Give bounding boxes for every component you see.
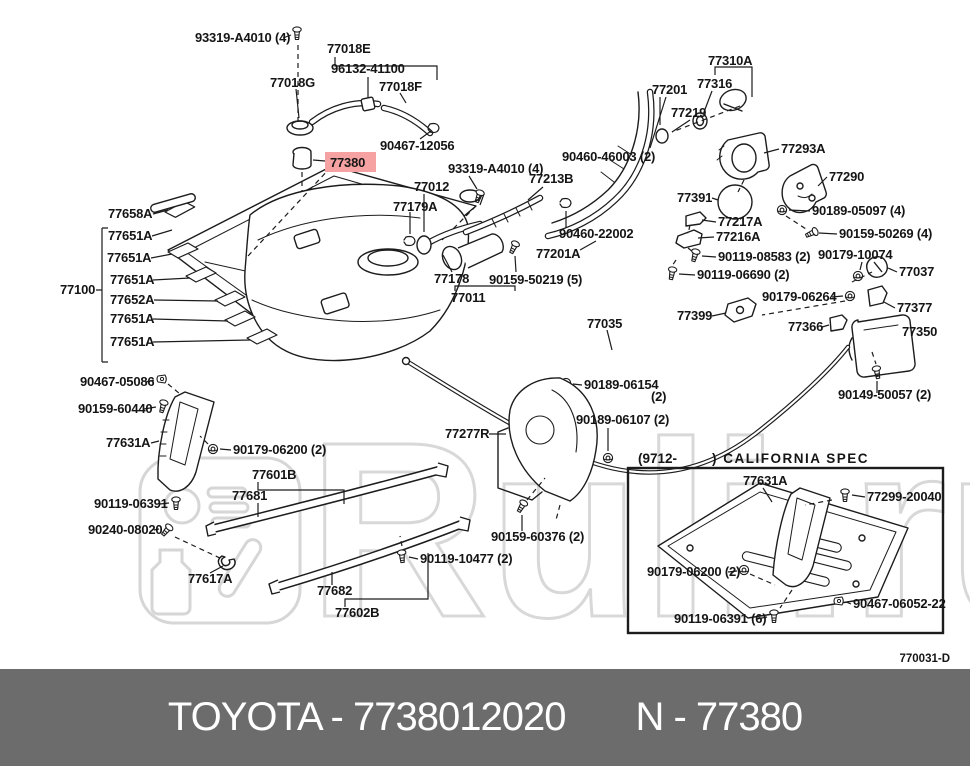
part-label-90179-10074: 90179-10074 [818,247,893,262]
part-label-77380[interactable]: 77380 [330,155,365,170]
part-label-90189-06107-2-: 90189-06107 (2) [576,412,669,427]
part-label-77652A: 77652A [110,292,155,307]
part-label--2-: (2) [651,389,666,404]
part-label-77651A: 77651A [110,311,155,326]
part-label-77035: 77035 [587,316,622,331]
highlight-77380[interactable] [325,152,376,172]
part-label-77681: 77681 [232,488,267,503]
part-label-93319-A4010-4-: 93319-A4010 (4) [448,161,543,176]
part-label-90467-12056: 90467-12056 [380,138,454,153]
part-label-90467-05086: 90467-05086 [80,374,154,389]
part-label-77201A: 77201A [536,246,581,261]
part-label-77377: 77377 [897,300,932,315]
part-label-77658A: 77658A [108,206,153,221]
part-labels: 93319-A4010 (4) 77018E 96132-41100 77018G 77… [60,30,946,626]
part-label-77391: 77391 [677,190,712,205]
part-label-77179A: 77179A [393,199,438,214]
part-label-77201: 77201 [652,82,687,97]
part-label-77316: 77316 [697,76,732,91]
part-label-77290: 77290 [829,169,864,184]
california-spec-box [626,466,945,635]
part-label-77631A: 77631A [106,435,151,450]
part-label-90179-06200-2-: 90179-06200 (2) [647,564,740,579]
diagram-reference: 770031-D [899,653,950,665]
part-label-77018G: 77018G [270,75,315,90]
part-label-77100: 77100 [60,282,95,297]
part-label-90119-06391-6-: 90119-06391 (6) [674,611,766,626]
part-label-77293A: 77293A [781,141,826,156]
part-label-90179-06264: 90179-06264 [762,289,837,304]
part-label-90119-06391: 90119-06391 [94,496,168,511]
pump-bracket-straps-art [143,374,471,607]
fuel-tank-art [96,165,485,363]
part-label-90179-06200-2-: 90179-06200 (2) [233,442,326,457]
fuel-pump-port-art [403,175,597,291]
part-label-90149-50057-2-: 90149-50057 (2) [838,387,931,402]
part-label-77213B: 77213B [529,171,573,186]
part-label-77217A: 77217A [718,214,763,229]
part-label-77617A: 77617A [188,571,233,586]
part-label-90119-10477-2-: 90119-10477 (2) [420,551,512,566]
part-label-77601B: 77601B [252,467,296,482]
part-label-77682: 77682 [317,583,352,598]
part-label-77651A: 77651A [108,228,153,243]
part-label-90460-46003-2-: 90460-46003 (2) [562,149,655,164]
part-label-77350: 77350 [902,324,937,339]
part-label-77012: 77012 [414,179,449,194]
part-label-90189-05097-4-: 90189-05097 (4) [812,203,905,218]
part-label-77366: 77366 [788,319,823,334]
fuel-lid-cable-art [401,285,916,475]
part-label-77216A: 77216A [716,229,761,244]
part-label-77018E: 77018E [327,41,371,56]
part-label-90467-06052-22: 90467-06052-22 [853,596,946,611]
part-label-90119-06690-2-: 90119-06690 (2) [697,267,789,282]
part-label-90119-08583-2-: 90119-08583 (2) [718,249,810,264]
part-label-93319-A4010-4-: 93319-A4010 (4) [195,30,290,45]
california-title-prefix: (9712- [638,451,677,466]
part-label-77631A: 77631A [743,473,788,488]
part-label-90159-50269-4-: 90159-50269 (4) [839,226,932,241]
part-label-77310A: 77310A [708,53,753,68]
part-label-77178: 77178 [434,271,469,286]
part-label-77299-20040: 77299-20040 [867,489,941,504]
part-label-90460-22002: 90460-22002 [559,226,633,241]
side-shield-art [489,377,614,531]
part-label-96132-41100: 96132-41100 [331,61,405,76]
footer-part-code: TOYOTA - 7738012020 [167,695,567,739]
part-label-77219: 77219 [671,105,706,120]
footer-bar: TOYOTA - 7738012020 N - 77380 [0,669,970,766]
california-title-suffix: ) CALIFORNIA SPEC [712,451,869,466]
breather-hose-art [282,26,440,225]
part-label-90159-60440: 90159-60440 [78,401,152,416]
filler-pipe-art [544,66,898,283]
part-label-77277R: 77277R [445,426,490,441]
part-label-77651A: 77651A [110,334,155,349]
part-label-77399: 77399 [677,308,712,323]
part-label-77018F: 77018F [379,79,422,94]
part-label-90189-06154: 90189-06154 [584,377,659,392]
part-label-77011: 77011 [451,290,485,305]
part-label-90159-60376-2-: 90159-60376 (2) [491,529,584,544]
footer-part-number: N - 77380 [635,695,803,739]
part-label-77037: 77037 [899,264,934,279]
part-label-77651A: 77651A [110,272,155,287]
part-label-90240-08020: 90240-08020 [88,522,162,537]
part-label-77651A: 77651A [107,250,152,265]
part-label-90159-50219-5-: 90159-50219 (5) [489,272,582,287]
part-label-77602B: 77602B [335,605,379,620]
